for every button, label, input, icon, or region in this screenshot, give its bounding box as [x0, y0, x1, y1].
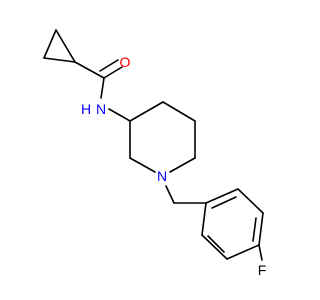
bond — [100, 77, 105, 99]
atom-ring-nitrogen: N — [157, 168, 167, 184]
bond — [201, 202, 207, 236]
atom-amide-nitrogen: H N — [81, 101, 106, 117]
atom-label-f: F — [258, 262, 267, 278]
bond — [129, 101, 164, 122]
bond — [201, 234, 228, 260]
bond — [211, 196, 237, 209]
bond — [108, 108, 131, 122]
bond — [226, 244, 260, 260]
bond — [205, 188, 239, 204]
bond — [55, 29, 76, 63]
bond — [165, 185, 175, 204]
bond — [207, 235, 225, 253]
atom-label-n: N — [157, 168, 167, 184]
bond — [252, 217, 257, 242]
piperidine-ring — [129, 101, 196, 173]
atom-label-n: N — [96, 101, 106, 117]
atom-fluorine: F — [258, 262, 267, 278]
bond — [129, 157, 156, 173]
bond — [103, 66, 123, 79]
atom-oxygen: O — [120, 54, 131, 70]
bond — [258, 244, 263, 261]
bond — [169, 157, 196, 173]
bond — [99, 59, 119, 72]
molecule-structure: O H N N F — [43, 29, 267, 278]
cyclopropane-ring — [43, 29, 76, 63]
bond — [74, 61, 105, 79]
bond — [43, 29, 57, 59]
bond — [258, 212, 264, 246]
benzene-ring — [201, 188, 264, 260]
bond — [237, 188, 264, 214]
atom-label-h: H — [81, 101, 91, 117]
bond — [43, 57, 76, 63]
atom-label-o: O — [120, 54, 131, 70]
bond — [162, 101, 196, 122]
carbonyl-double-bond — [99, 59, 123, 79]
